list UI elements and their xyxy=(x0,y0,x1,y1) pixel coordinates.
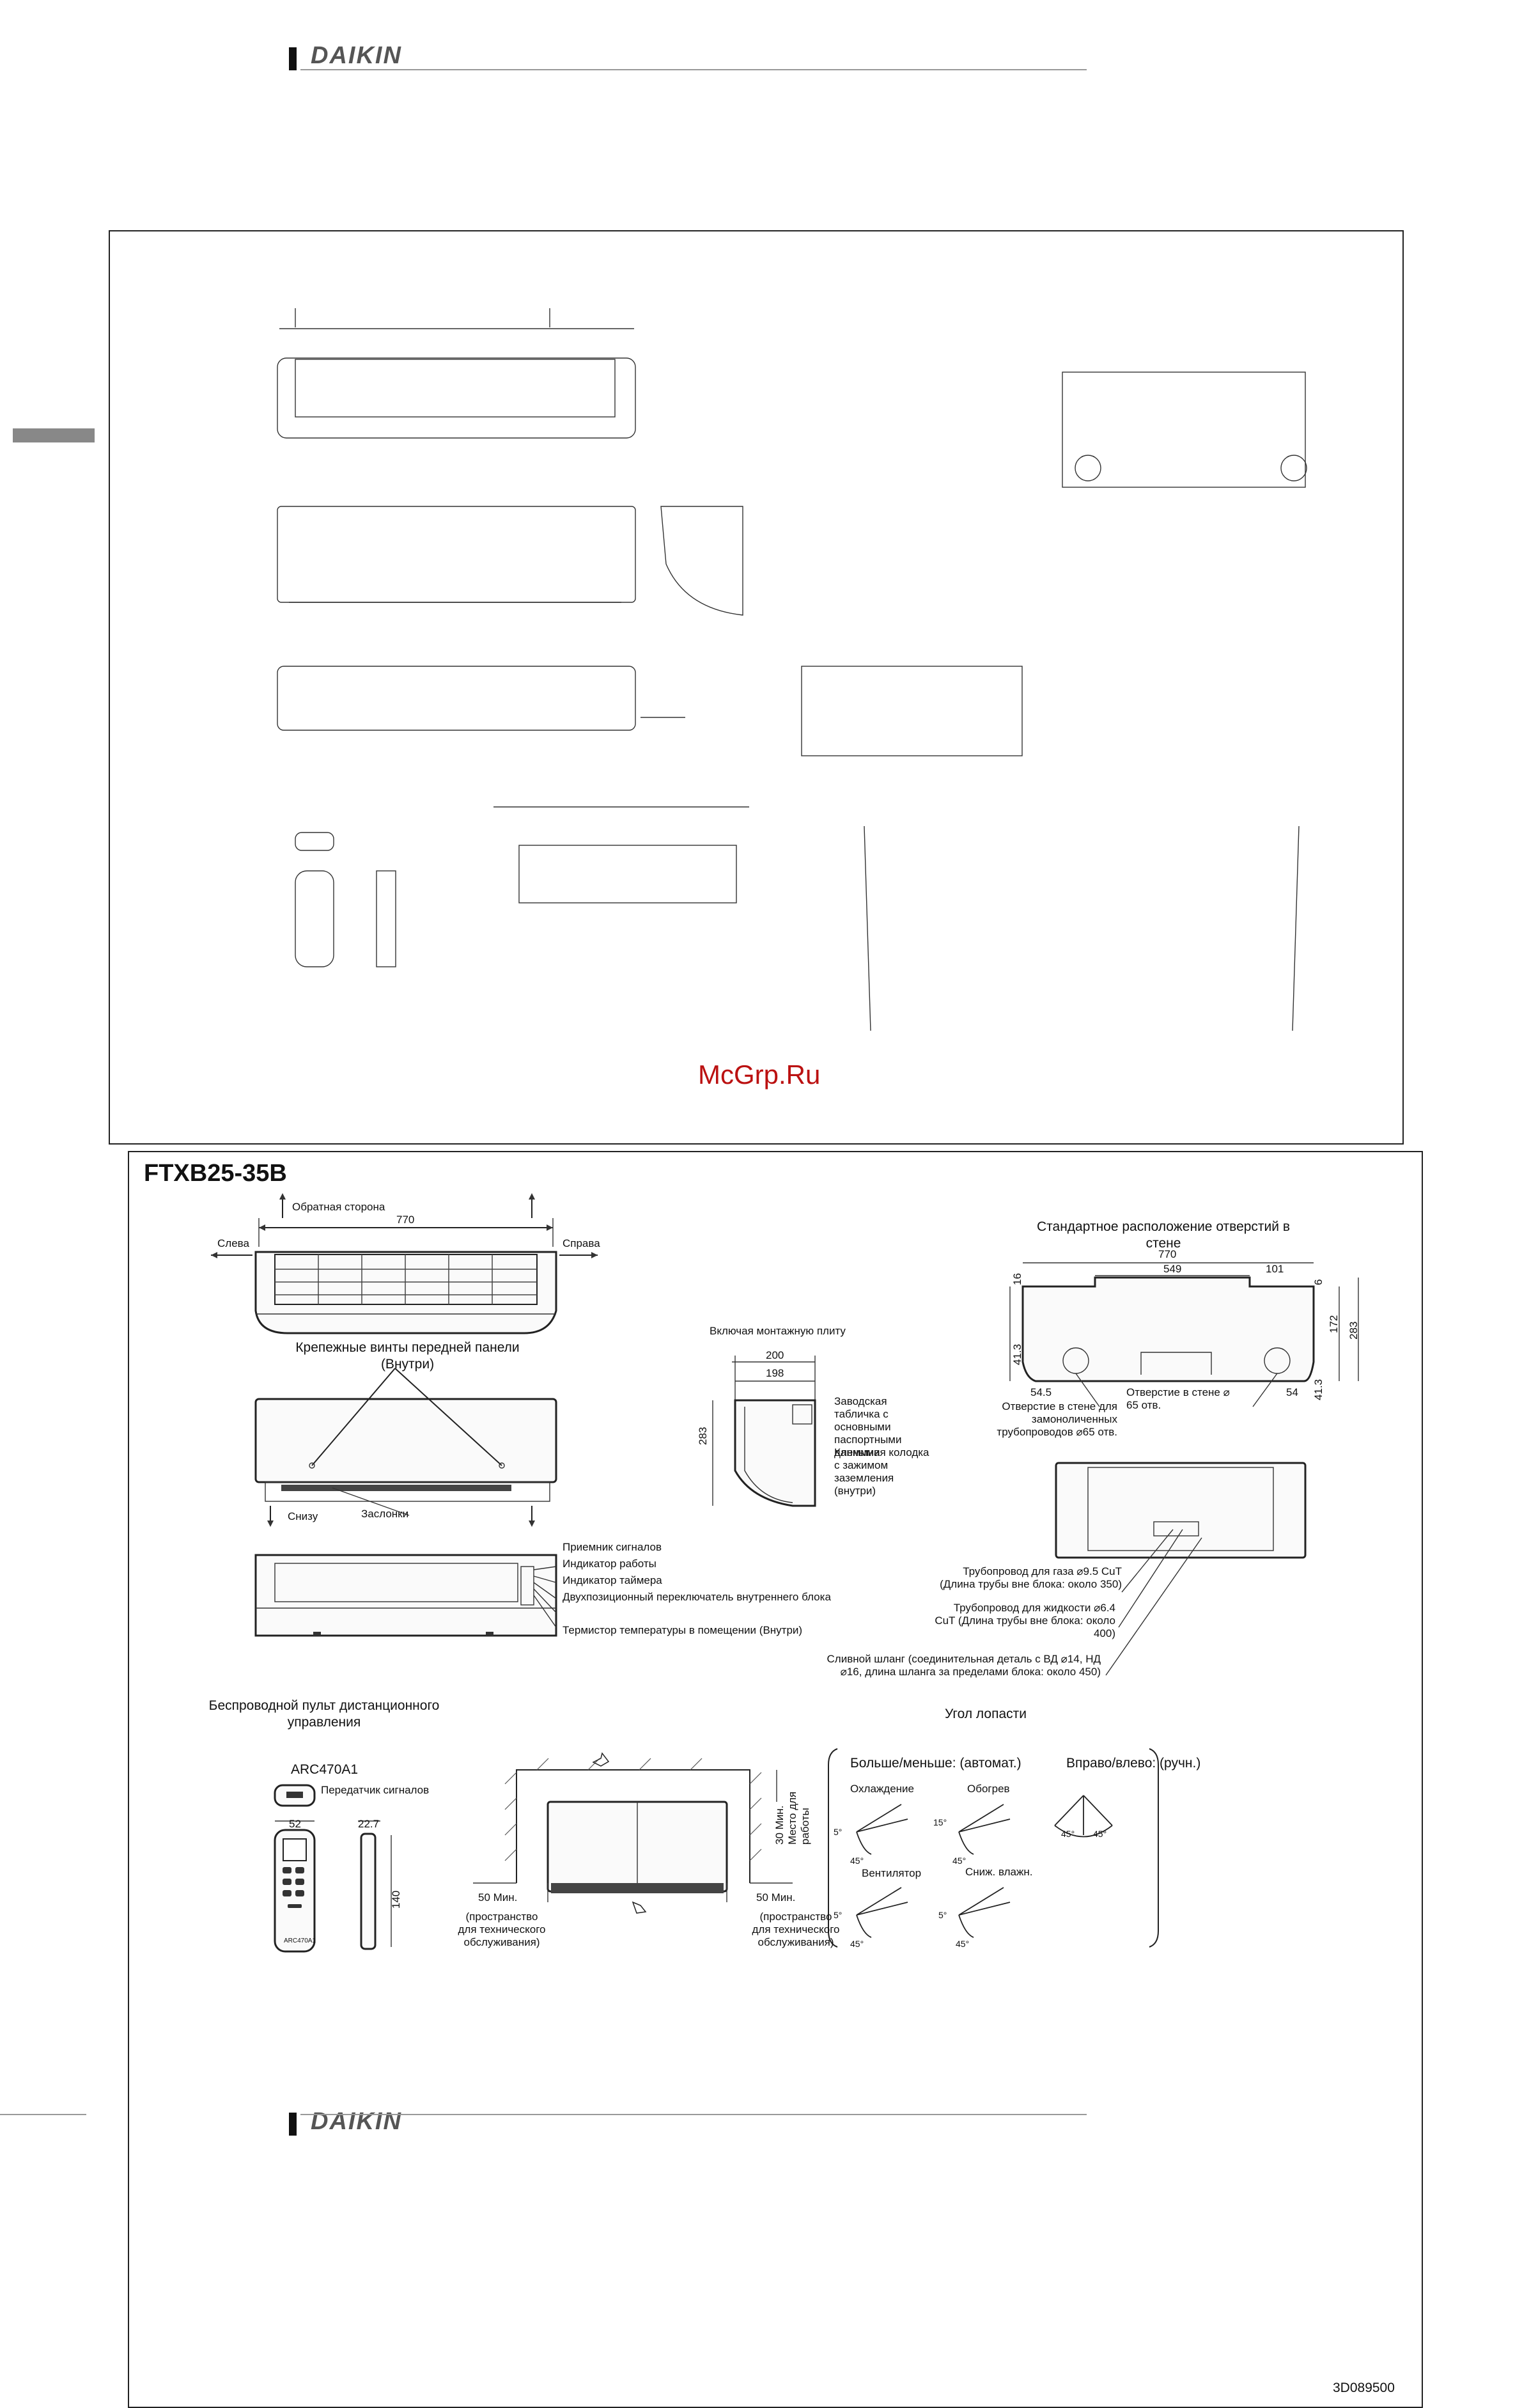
label-hole-dim-549: 549 xyxy=(1163,1263,1182,1275)
drawing-title: FTXB25-35B xyxy=(144,1160,287,1187)
label-bottom: Снизу xyxy=(288,1510,318,1522)
footer-left-rule xyxy=(0,2114,86,2115)
label-louver-title: Угол лопасти xyxy=(945,1707,1027,1721)
label-louver-manual: Вправо/влево: (ручн.) xyxy=(1066,1756,1201,1771)
footer-bar xyxy=(289,2113,297,2136)
label-operation-indicator: Индикатор работы xyxy=(563,1558,656,1570)
header-rule xyxy=(300,69,1087,70)
label-remote-dim-22-7: 22.7 xyxy=(358,1818,380,1830)
label-dim-770-top: 770 xyxy=(396,1214,415,1226)
side-tab-marker xyxy=(13,428,95,442)
clearance-drawing xyxy=(473,1752,793,1914)
piping-drawing xyxy=(1055,1462,1307,1676)
footer-logo: DAIKIN xyxy=(311,2108,402,2135)
label-service-left: (пространство для технического обслужива… xyxy=(458,1911,546,1948)
label-hole-dim-283: 283 xyxy=(1347,1321,1360,1340)
top-view-drawing xyxy=(211,1193,598,1334)
label-hole-dim-41-right: 41.3 xyxy=(1312,1379,1324,1400)
label-terminal: Клеммная колодка с зажимом заземления (в… xyxy=(834,1446,929,1497)
upper-bottom-view xyxy=(277,666,636,731)
remote-drawing xyxy=(274,1784,392,1953)
main-drawing-graphics xyxy=(211,1193,1359,1953)
label-drain-hose: Сливной шланг (соединительная деталь с В… xyxy=(827,1653,1101,1678)
label-hole-dim-770: 770 xyxy=(1158,1248,1177,1260)
upper-louver xyxy=(864,825,1300,1031)
label-angle-cool-45: 45° xyxy=(850,1856,864,1866)
label-angle-dry-45: 45° xyxy=(956,1939,970,1949)
label-hole-dim-54-5: 54.5 xyxy=(1030,1386,1052,1398)
label-flaps: Заслонки xyxy=(361,1508,409,1520)
header-bar xyxy=(289,47,297,70)
label-signal-receiver: Приемник сигналов xyxy=(563,1541,662,1553)
label-incl-plate: Включая монтажную плиту xyxy=(710,1325,846,1337)
label-remote-model: ARC470A1 xyxy=(291,1762,359,1777)
watermark-text: McGrp.Ru xyxy=(698,1059,821,1090)
label-angle-dry-5: 5° xyxy=(938,1910,947,1920)
label-angle-heat-45: 45° xyxy=(952,1856,967,1866)
label-hole-left: Отверстие в стене для замоноличенных тру… xyxy=(997,1400,1117,1438)
label-hole-dim-172: 172 xyxy=(1328,1315,1340,1333)
label-hole-dim-101: 101 xyxy=(1266,1263,1284,1275)
label-remote-dim-140: 140 xyxy=(390,1890,402,1909)
label-transmitter: Передатчик сигналов xyxy=(321,1784,430,1796)
label-room-thermistor: Термистор температуры в помещении (Внутр… xyxy=(563,1624,803,1636)
louver-drawing xyxy=(828,1748,1159,1948)
upper-holes-view xyxy=(1062,371,1306,488)
label-min50-left: 50 Мин. xyxy=(478,1891,518,1904)
label-holes-title: Стандартное расположение отверстий в сте… xyxy=(1036,1219,1291,1251)
label-angle-heat-15: 15° xyxy=(933,1817,947,1827)
label-hole-dim-16: 16 xyxy=(1011,1273,1023,1285)
upper-side-view xyxy=(660,506,743,616)
label-hole-dim-6: 6 xyxy=(1312,1279,1324,1285)
label-mode-heating: Обогрев xyxy=(967,1783,1010,1795)
label-left: Слева xyxy=(217,1237,249,1249)
label-mode-dry: Сниж. влажн. xyxy=(965,1866,1033,1878)
upper-drawing-frame xyxy=(109,230,1404,1145)
upper-drawing-graphics xyxy=(277,308,1307,1031)
label-dim-283-side: 283 xyxy=(697,1427,709,1445)
label-hole-dim-41-left: 41.3 xyxy=(1011,1343,1023,1365)
label-dim-198: 198 xyxy=(766,1367,784,1379)
label-remote-title: Беспроводной пульт дистанционного управл… xyxy=(208,1698,440,1730)
front-view-drawing xyxy=(254,1368,557,1527)
label-timer-indicator: Индикатор таймера xyxy=(563,1574,662,1586)
label-front-screws: Крепежные винты передней панели (Внутри) xyxy=(295,1340,520,1372)
label-remote-body: ARC470A1 xyxy=(284,1937,316,1944)
label-angle-fan-45: 45° xyxy=(850,1939,864,1949)
label-lr-angle-left: 45° xyxy=(1061,1829,1075,1839)
holes-drawing xyxy=(1009,1262,1359,1407)
label-lr-angle-right: 45° xyxy=(1093,1829,1107,1839)
label-doc-code: 3D089500 xyxy=(1333,2381,1395,2395)
label-mode-fan: Вентилятор xyxy=(862,1867,922,1879)
label-nameplate: Заводская табличка с основными паспортны… xyxy=(834,1395,902,1458)
bottom-view-drawing xyxy=(254,1554,557,1637)
upper-remote xyxy=(295,870,334,967)
label-min50-right: 50 Мин. xyxy=(756,1891,796,1904)
label-min30: 30 Мин. Место для работы xyxy=(773,1791,811,1845)
label-gas-pipe: Трубопровод для газа ⌀9.5 CuT (Длина тру… xyxy=(940,1565,1122,1590)
label-back-side: Обратная сторона xyxy=(292,1201,385,1213)
label-hole-dim-54: 54 xyxy=(1286,1386,1298,1398)
side-view-drawing xyxy=(712,1356,816,1507)
label-louver-auto: Больше/меньше: (автомат.) xyxy=(850,1756,1021,1771)
label-service-right: (пространство для технического обслужива… xyxy=(752,1911,840,1948)
label-onoff-switch: Двухпозиционный переключатель внутреннег… xyxy=(563,1591,831,1603)
label-hole-right: Отверстие в стене ⌀ 65 отв. xyxy=(1126,1386,1230,1411)
label-mode-cooling: Охлаждение xyxy=(850,1783,914,1795)
label-right: Справа xyxy=(563,1237,600,1249)
label-liquid-pipe: Трубопровод для жидкости ⌀6.4 CuT (Длина… xyxy=(935,1602,1115,1639)
upper-top-view xyxy=(277,357,636,439)
upper-piping-view xyxy=(801,666,1023,756)
label-angle-fan-5: 5° xyxy=(834,1910,843,1920)
upper-clearance xyxy=(518,845,737,903)
label-dim-200: 200 xyxy=(766,1349,784,1361)
label-remote-dim-52: 52 xyxy=(289,1818,301,1830)
footer-rule xyxy=(300,2114,1087,2115)
header-logo: DAIKIN xyxy=(311,42,402,69)
label-angle-cool-5: 5° xyxy=(834,1827,843,1837)
